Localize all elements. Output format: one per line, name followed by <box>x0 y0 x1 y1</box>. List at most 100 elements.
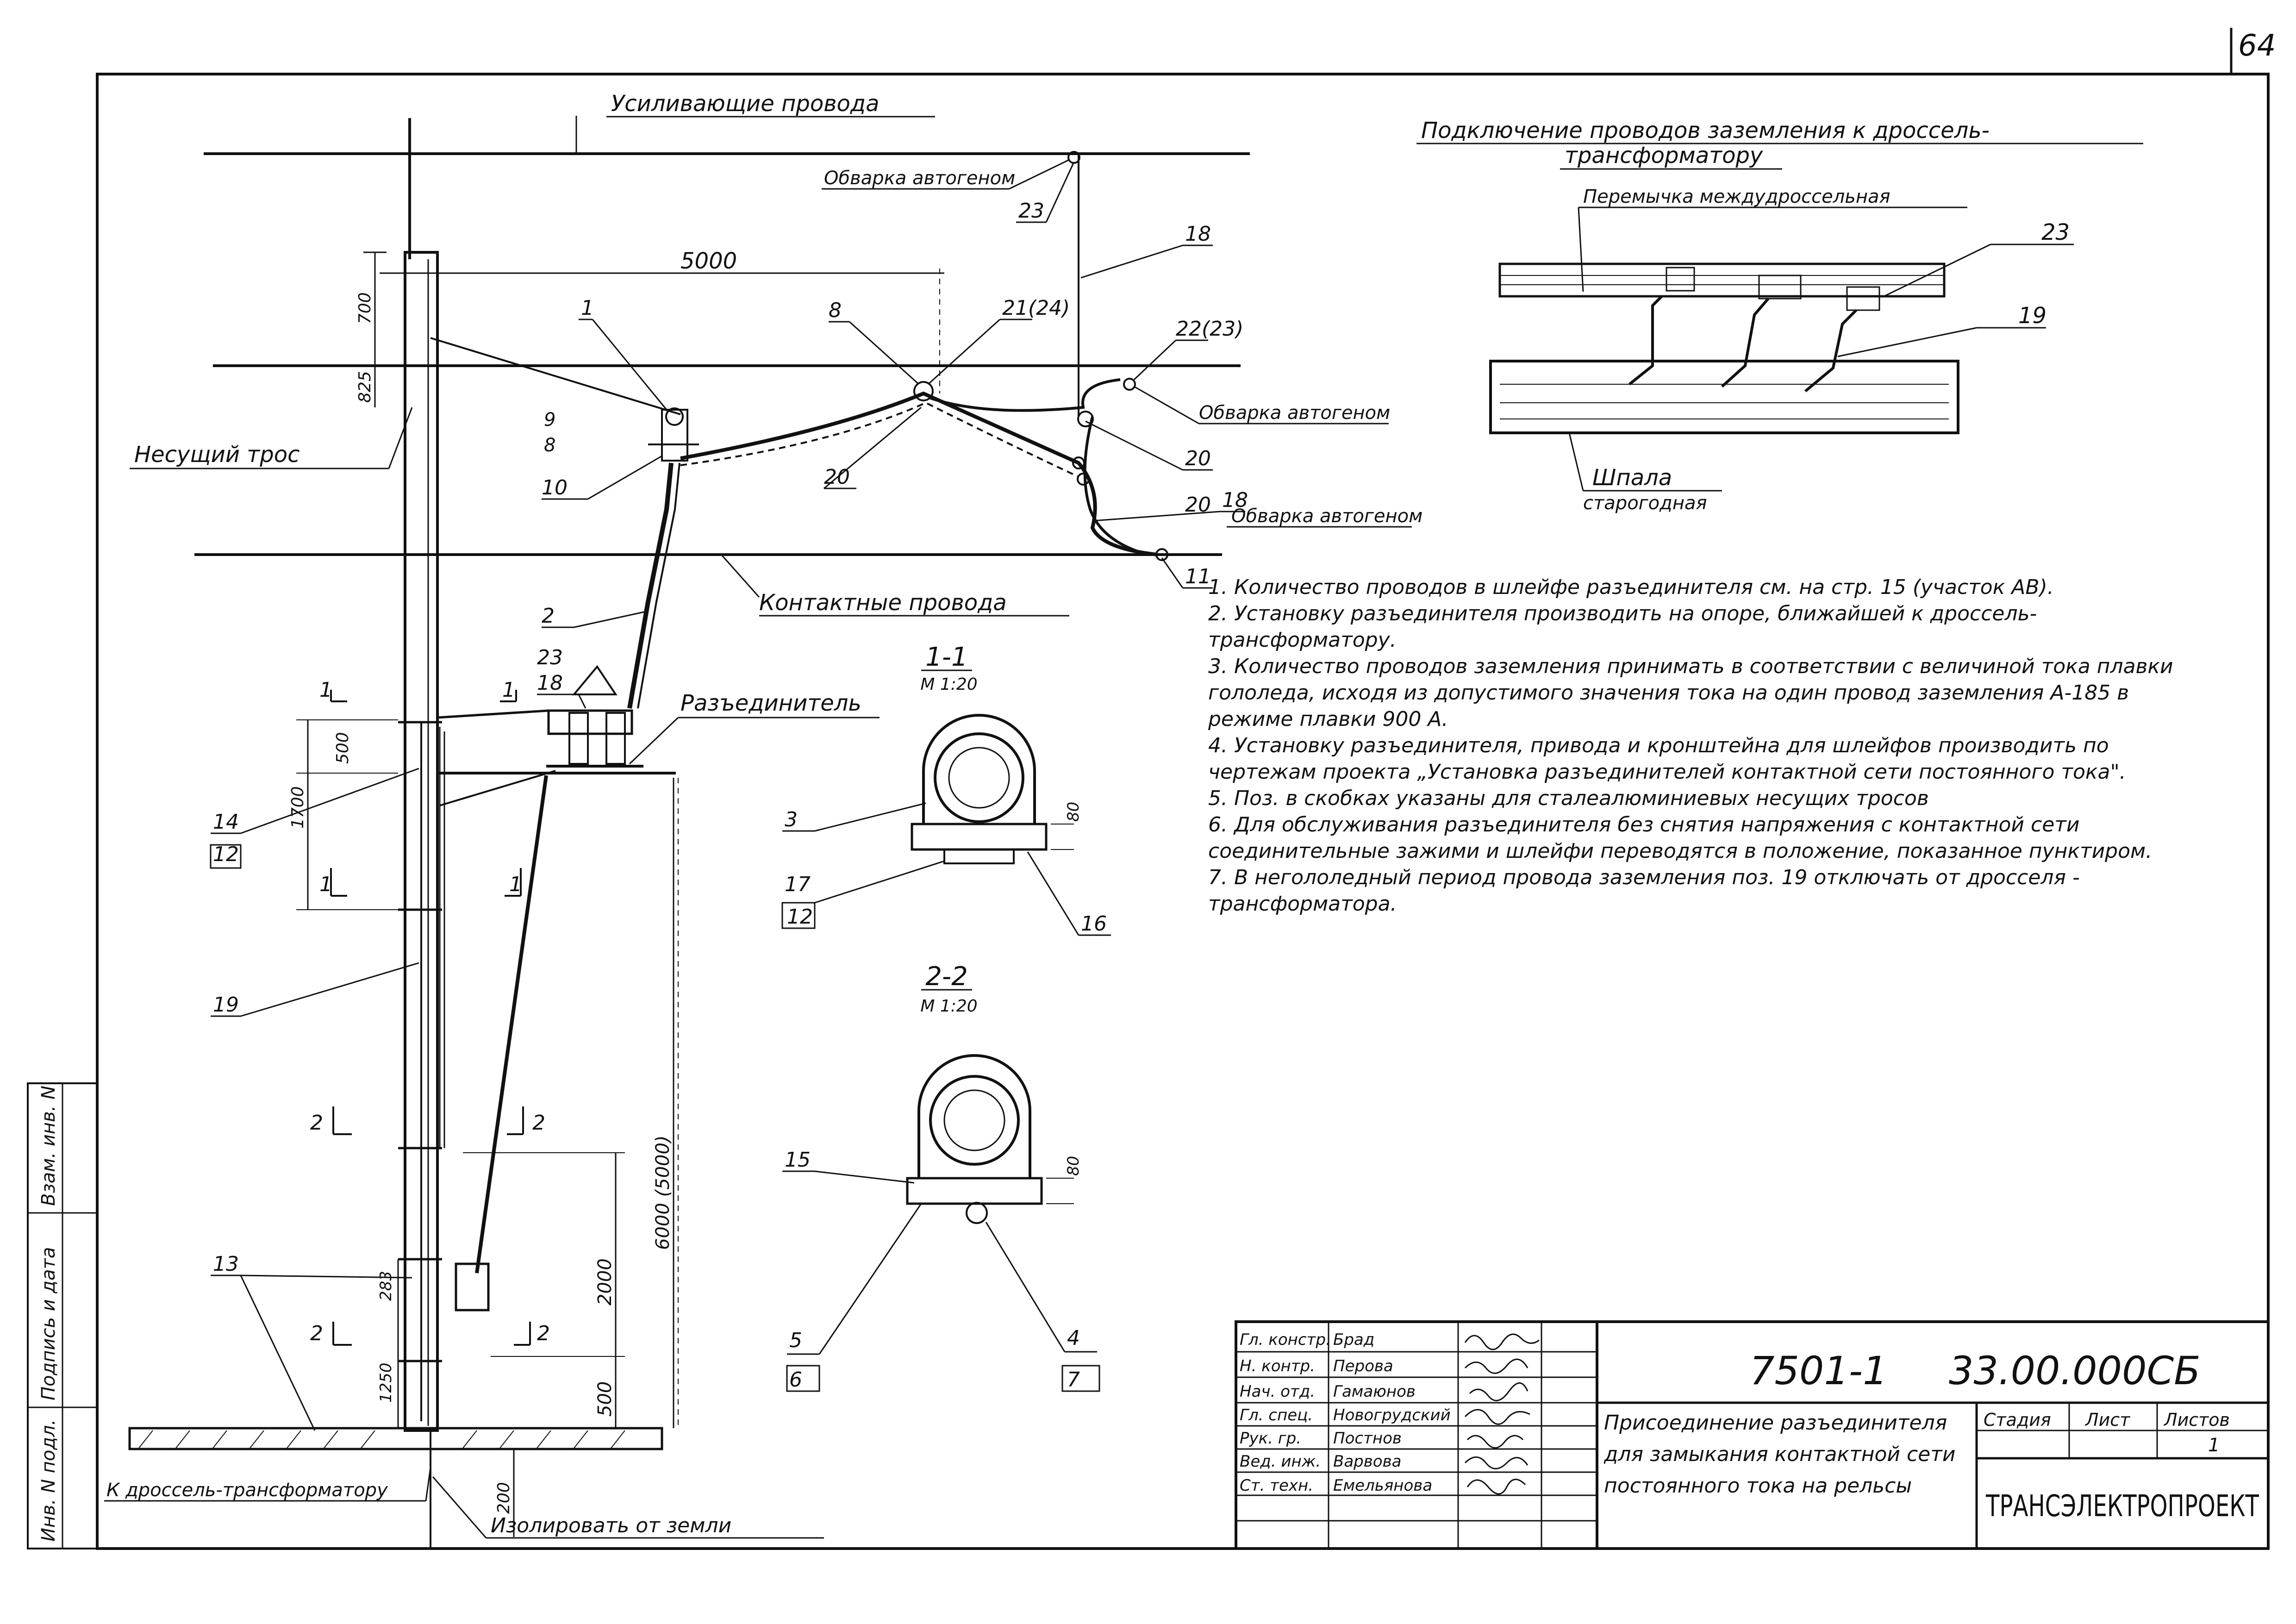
pole <box>404 251 439 1432</box>
dim-80-s2: 80 <box>1064 1156 1083 1176</box>
callout-10: 10 <box>542 476 568 500</box>
doc-code: 7501-1 <box>1750 1348 1888 1393</box>
signatures <box>1464 1333 1540 1495</box>
doc-number: 33.00.000СБ <box>1949 1348 2201 1393</box>
callout-9: 9 <box>544 409 555 431</box>
callout-7: 7 <box>1067 1368 1080 1392</box>
note-6: 6. Для обслуживания разъединителя без сн… <box>1208 813 2152 863</box>
callout-23: 23 <box>537 646 563 669</box>
inset-pos-19: 19 <box>2018 303 2046 329</box>
ground-line <box>128 1427 663 1450</box>
name-1: Перова <box>1333 1357 1393 1375</box>
stamp-replace-label: Взам. инв. N <box>38 1086 59 1206</box>
cut-mark-1a: 1 <box>319 678 332 702</box>
label-insulate: Изолировать от земли <box>491 1514 731 1537</box>
callout-11: 11 <box>1185 565 1211 588</box>
name-3: Новогрудский <box>1333 1406 1451 1424</box>
inset-jumper: Перемычка междудроссельная <box>1583 186 1890 207</box>
cut-mark-1d: 1 <box>509 873 522 896</box>
inset-sleeper: Шпала <box>1592 465 1672 491</box>
callout-23-top: 23 <box>1018 199 1044 223</box>
callout-17: 17 <box>785 873 811 896</box>
callout-2: 2 <box>542 604 555 628</box>
callout-12: 12 <box>213 843 239 866</box>
sleeper <box>1489 360 1959 434</box>
cut-mark-1c: 1 <box>319 873 332 896</box>
label-weld-mid: Обварка автогеном <box>1199 402 1390 424</box>
role-3: Гл. спец. <box>1240 1406 1313 1424</box>
callout-22-23: 22(23) <box>1176 317 1243 341</box>
callout-20-right: 20 <box>1185 447 1211 470</box>
dim-200: 200 <box>494 1482 513 1514</box>
dim-500-top: 500 <box>333 732 352 764</box>
inset-title-1: Подключение проводов заземления к дроссе… <box>1421 118 1990 144</box>
sheets-label: Листов <box>2163 1410 2230 1430</box>
callout-5: 5 <box>789 1329 802 1352</box>
label-weld-bottom: Обварка автогеном <box>1231 506 1423 527</box>
note-4: 4. Установку разъединителя, привода и кр… <box>1208 734 2126 784</box>
section-1-1: 1-1 М 1:20 80 3 17 12 16 <box>781 642 1111 936</box>
callout-4: 4 <box>1067 1326 1080 1350</box>
dim-6000: 6000 (5000) <box>652 1135 674 1250</box>
dim-500-bottom: 500 <box>594 1381 616 1417</box>
title-block: 7501-1 33.00.000СБ Присоединение разъеди… <box>1235 1320 2270 1550</box>
section-2-2: 2-2 М 1:20 80 15 5 6 4 7 <box>782 962 1100 1392</box>
inset-title-2: трансформатору <box>1565 143 1763 169</box>
section-1-scale: М 1:20 <box>920 675 977 694</box>
label-reinforcing-wires: Усиливающие провода <box>611 91 880 117</box>
cut-mark-2c: 2 <box>310 1322 323 1345</box>
label-messenger-cable: Несущий трос <box>134 442 299 468</box>
dim-700: 700 <box>356 292 374 324</box>
name-4: Постнов <box>1333 1429 1402 1448</box>
org-name: ТРАНСЭЛЕКТРОПРОЕКТ <box>1985 1489 2259 1524</box>
callout-8-top: 8 <box>829 299 842 322</box>
pole-elevation: Усиливающие провода Контактные провода Н… <box>104 91 1423 1549</box>
cut-mark-1b: 1 <box>502 678 515 702</box>
role-0: Гл. констр. <box>1240 1330 1331 1349</box>
stage-label: Стадия <box>1984 1410 2051 1430</box>
role-2: Нач. отд. <box>1240 1382 1315 1401</box>
label-disconnector: Разъединитель <box>680 690 861 716</box>
callout-18: 18 <box>537 671 563 695</box>
page-number: 64 <box>2238 29 2276 63</box>
callout-18-top: 18 <box>1185 222 1211 246</box>
stamp-inv-label: Инв. N подл. <box>38 1419 59 1542</box>
stamp-sign-label: Подпись и дата <box>38 1247 59 1400</box>
dim-283: 283 <box>377 1271 395 1301</box>
callout-6: 6 <box>789 1368 802 1392</box>
note-7: 7. В негололедный период провода заземле… <box>1208 866 2080 916</box>
cut-mark-2a: 2 <box>310 1111 323 1135</box>
cut-mark-2d: 2 <box>537 1322 550 1345</box>
role-5: Вед. инж. <box>1240 1452 1321 1471</box>
callout-12-s1: 12 <box>787 905 813 929</box>
note-2: 2. Установку разъединителя производить н… <box>1208 602 2037 652</box>
cut-mark-2b: 2 <box>532 1111 545 1135</box>
callout-14: 14 <box>213 810 239 834</box>
role-6: Ст. техн. <box>1240 1476 1313 1495</box>
callout-15: 15 <box>785 1148 811 1172</box>
note-5: 5. Поз. в скобках указаны для сталеалюми… <box>1208 787 1929 810</box>
inset-sleeper-sub: старогодная <box>1583 493 1707 514</box>
callout-8: 8 <box>544 435 555 456</box>
callout-13: 13 <box>213 1252 239 1276</box>
name-5: Варвова <box>1333 1452 1401 1471</box>
section-2-scale: М 1:20 <box>920 997 977 1016</box>
name-0: Брад <box>1333 1330 1374 1349</box>
dim-825: 825 <box>356 371 374 403</box>
label-contact-wires: Контактные провода <box>759 590 1007 616</box>
callout-21-24: 21(24) <box>1002 296 1070 320</box>
note-1: 1. Количество проводов в шлейфе разъедин… <box>1208 575 2054 599</box>
callout-1: 1 <box>581 296 594 320</box>
role-1: Н. контр. <box>1240 1357 1315 1375</box>
sheet-frame <box>96 73 2270 1550</box>
callout-19: 19 <box>213 993 239 1017</box>
doc-title: Присоединение разъединителя для замыкани… <box>1604 1411 1956 1498</box>
inset-grounding: Подключение проводов заземления к дроссе… <box>1416 118 2143 514</box>
label-to-choke: К дроссель-трансформатору <box>106 1480 388 1501</box>
rail <box>1498 262 1946 298</box>
callout-18-right: 18 <box>1222 488 1248 512</box>
sheets-value: 1 <box>2208 1435 2220 1456</box>
dim-1250: 1250 <box>377 1362 395 1403</box>
label-weld-top: Обварка автогеном <box>824 168 1015 189</box>
